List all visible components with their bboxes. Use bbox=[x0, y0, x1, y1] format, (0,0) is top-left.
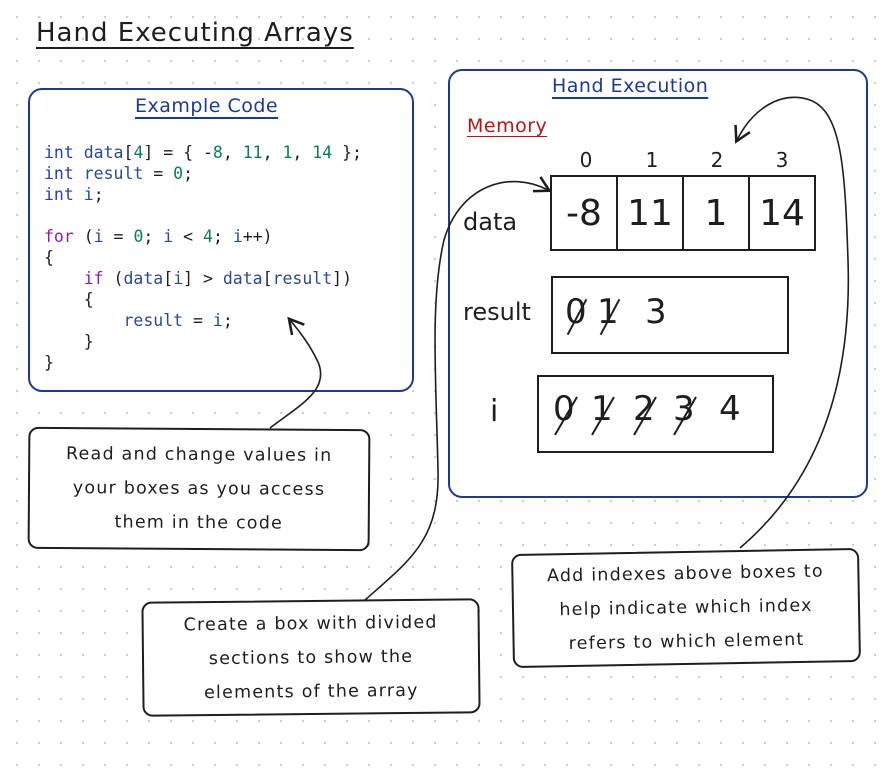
index-label: 0 bbox=[579, 148, 593, 172]
crossed-value: 1 bbox=[597, 292, 619, 332]
example-code-panel: Example Code int data[4] = { -8, 11, 1, … bbox=[28, 88, 414, 392]
crossed-value: 0 bbox=[553, 389, 575, 429]
memory-label: Memory bbox=[467, 115, 548, 137]
code-block: int data[4] = { -8, 11, 1, 14 }; int res… bbox=[44, 143, 362, 372]
crossed-value: 3 bbox=[673, 389, 695, 429]
crossed-value: 2 bbox=[633, 389, 655, 429]
result-variable-label: result bbox=[463, 298, 531, 326]
index-label: 3 bbox=[775, 148, 789, 172]
array-cell: 1 bbox=[684, 177, 750, 249]
array-cell: -8 bbox=[552, 177, 618, 249]
crossed-value: 1 bbox=[591, 389, 613, 429]
crossed-value: 0 bbox=[565, 292, 587, 332]
array-cell: 11 bbox=[618, 177, 684, 249]
arrow-index-to-labels bbox=[734, 96, 850, 549]
array-cell: 14 bbox=[759, 192, 805, 234]
index-label: 2 bbox=[710, 148, 724, 172]
current-value: 3 bbox=[645, 292, 667, 332]
i-variable-label: i bbox=[490, 394, 499, 429]
current-value: 4 bbox=[719, 389, 741, 429]
example-code-title: Example Code bbox=[135, 95, 279, 117]
data-array-box: -8 11 1 14 bbox=[550, 175, 816, 251]
arrow-create-to-array bbox=[364, 176, 552, 601]
page-title: Hand Executing Arrays bbox=[36, 18, 354, 48]
result-value-box: 0 1 3 bbox=[551, 276, 789, 354]
i-value-box: 0 1 2 3 4 bbox=[537, 375, 774, 453]
hand-execution-title: Hand Execution bbox=[552, 75, 709, 97]
data-variable-label: data bbox=[463, 208, 518, 236]
arrow-read-to-code bbox=[269, 316, 322, 429]
index-label: 1 bbox=[645, 148, 659, 172]
